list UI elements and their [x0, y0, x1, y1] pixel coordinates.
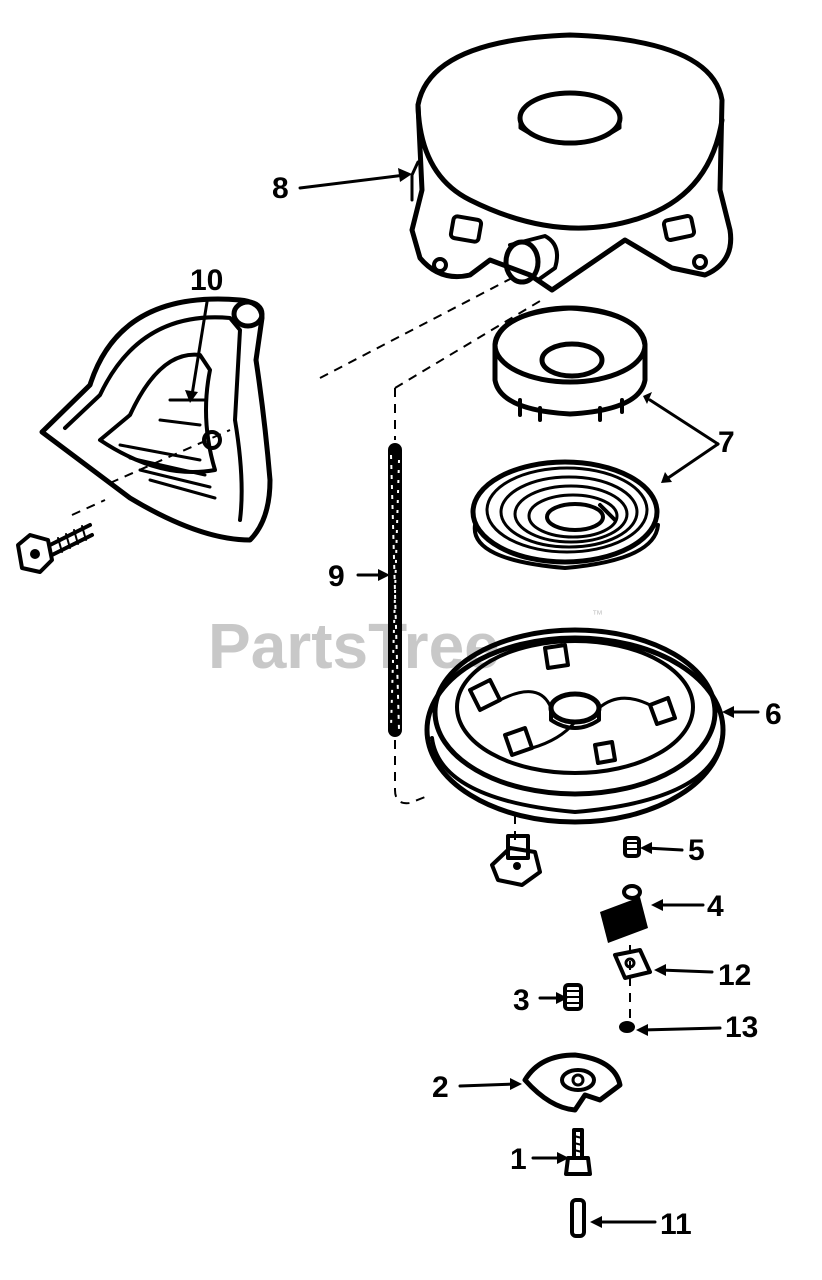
callout-12: 12 — [718, 959, 751, 992]
callout-4: 4 — [707, 890, 724, 923]
callout-9: 9 — [328, 560, 345, 593]
callout-labels: 8 10 7 9 6 5 4 12 3 13 2 1 11 — [190, 172, 782, 1241]
handle-screw — [16, 523, 94, 574]
part-5-spring — [623, 836, 641, 858]
part-7-spring — [470, 459, 660, 570]
leader-arrows — [185, 168, 760, 1228]
part-3-spring — [563, 983, 583, 1011]
callout-13: 13 — [725, 1011, 758, 1044]
part-7-spring-cover — [492, 305, 648, 422]
part-13-screw — [619, 1021, 635, 1033]
assembly-lines — [71, 277, 631, 1020]
callout-11: 11 — [660, 1208, 692, 1241]
part-10-handle — [39, 296, 273, 543]
callout-1: 1 — [510, 1143, 527, 1176]
watermark-trademark: ™ — [592, 609, 603, 621]
part-6-pulley — [424, 627, 726, 825]
callout-8: 8 — [272, 172, 289, 205]
part-4-pawl — [600, 884, 648, 943]
callout-3: 3 — [513, 984, 530, 1017]
pulley-screw — [490, 834, 542, 887]
callout-2: 2 — [432, 1071, 449, 1104]
callout-10: 10 — [190, 264, 223, 297]
watermark-text: PartsTree — [208, 610, 500, 682]
callout-6: 6 — [765, 698, 782, 731]
part-2-cam — [522, 1052, 623, 1113]
part-8-housing — [409, 32, 734, 293]
part-1-screw — [564, 1128, 592, 1176]
callout-7: 7 — [718, 426, 735, 459]
part-12-plate — [613, 948, 652, 980]
callout-5: 5 — [688, 834, 705, 867]
part-11-pin — [570, 1198, 586, 1238]
part-9-rope — [388, 443, 402, 737]
